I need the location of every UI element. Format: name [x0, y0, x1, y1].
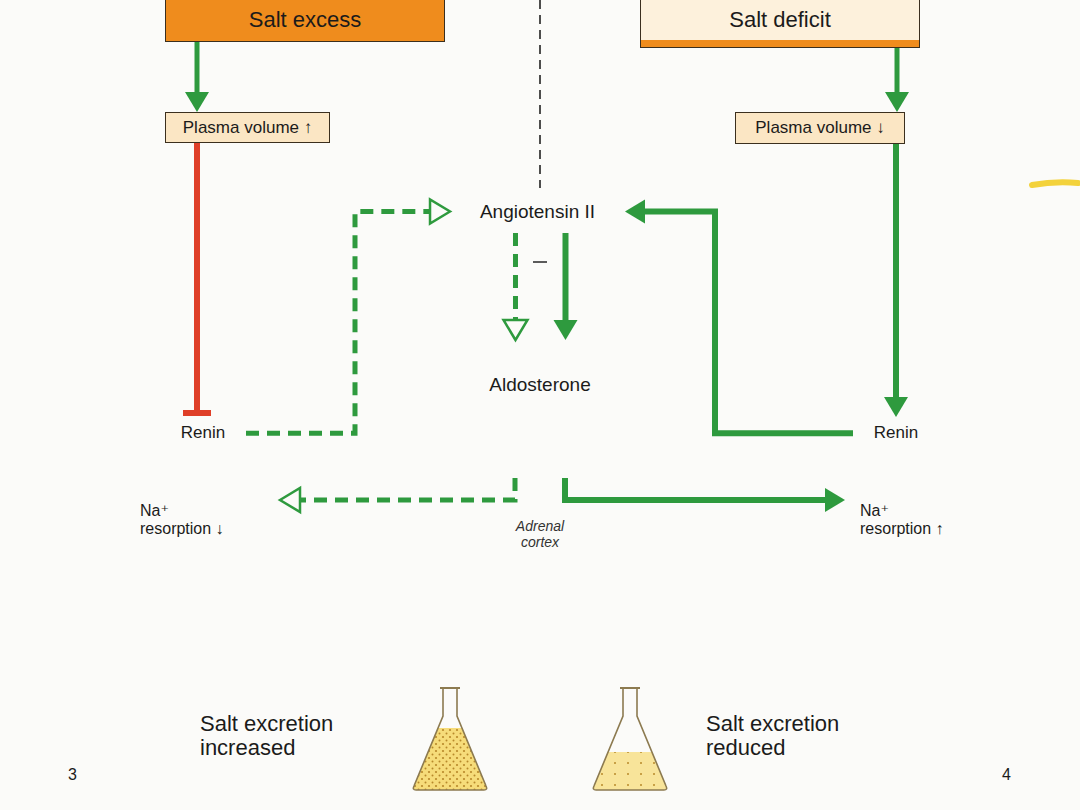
inhibition-bar [183, 410, 211, 416]
outcome-label: Salt excretion increased [200, 712, 400, 760]
arrowhead [625, 200, 645, 224]
renin-ellipse: Renin [853, 417, 939, 449]
ureter [780, 512, 848, 662]
connector-line [300, 478, 515, 500]
renin-ellipse [854, 418, 938, 448]
adrenal-outline [405, 250, 675, 570]
node-text: Plasma volume ↑ [183, 118, 312, 138]
kidney: Na⁺ resorption ↑ Renin [845, 372, 1010, 662]
separator-line [539, 0, 541, 188]
inhibition-tick [533, 261, 547, 263]
node-text: Aldosterone [466, 374, 614, 396]
node-outline [110, 372, 280, 662]
connector-line [562, 233, 568, 323]
connector-line [895, 48, 900, 95]
activation-arrow [565, 478, 845, 512]
kidney: Na⁺ resorption ↓ Renin [110, 372, 280, 662]
arrowhead [884, 397, 908, 417]
arrowhead [503, 320, 527, 340]
adrenal-circle: Adrenal cortex Aldosterone [405, 250, 675, 570]
stimulus-arrow [185, 42, 209, 112]
node-text: Na⁺ resorption ↓ [140, 502, 240, 539]
node-text: Renin [181, 423, 225, 443]
flask [413, 688, 486, 790]
ureter [270, 512, 338, 662]
flask-rim [440, 687, 460, 689]
hormone-ellipse: Angiotensin II [450, 190, 625, 233]
arrowhead [430, 200, 450, 224]
arrowhead [885, 92, 909, 112]
connector-line [195, 42, 200, 95]
reduced-arrow [280, 478, 515, 512]
kidney-body [113, 374, 289, 661]
kidney-body [829, 374, 1005, 661]
node-text: Na⁺ resorption ↑ [860, 502, 960, 539]
arrowhead [825, 488, 845, 512]
flask-liquid [593, 752, 666, 790]
state-box: Plasma volume ↓ [735, 112, 905, 144]
node-text: Plasma volume ↓ [755, 118, 884, 138]
arrowhead [185, 92, 209, 112]
connector-line [565, 478, 828, 500]
outcome-label: Salt excretion reduced [706, 712, 906, 760]
connector-line [246, 212, 430, 434]
node-text: Angiotensin II [480, 201, 595, 223]
node-text: Salt deficit [729, 7, 831, 32]
node-text: Salt excess [249, 7, 362, 32]
aldosterone-gland: Aldosterone [466, 340, 614, 478]
figure-number: 4 [1002, 766, 1011, 784]
renin-ellipse [161, 418, 245, 448]
connector-line [642, 212, 853, 434]
connector-line [194, 143, 200, 413]
inhibition-line [183, 143, 211, 413]
activation-arrow [553, 233, 577, 340]
figure-number: 3 [68, 766, 77, 784]
stimulus-arrow [885, 48, 909, 112]
input-box: Salt deficit [640, 0, 920, 48]
reduced-arrow [503, 233, 527, 340]
renin-ellipse: Renin [160, 417, 246, 449]
flask [593, 688, 666, 790]
connector-line [893, 144, 899, 400]
highlighter-mark [1032, 182, 1078, 185]
node-text: Renin [874, 423, 918, 443]
state-box: Plasma volume ↑ [165, 112, 330, 143]
hormone-ellipse [451, 191, 624, 232]
activation-arrow [625, 200, 853, 434]
adrenal-gland [471, 351, 609, 500]
flask-rim [620, 687, 640, 689]
arrowhead [280, 488, 300, 512]
arrowhead [553, 320, 577, 340]
connector-line [513, 233, 518, 320]
node-text: Adrenal cortex [508, 518, 572, 550]
node-outline [466, 340, 614, 478]
kidney-drawing [113, 374, 338, 662]
kidney-drawing [780, 374, 1005, 662]
reduced-arrow [246, 200, 450, 434]
activation-arrow [884, 144, 908, 417]
input-box: Salt excess [165, 0, 445, 42]
